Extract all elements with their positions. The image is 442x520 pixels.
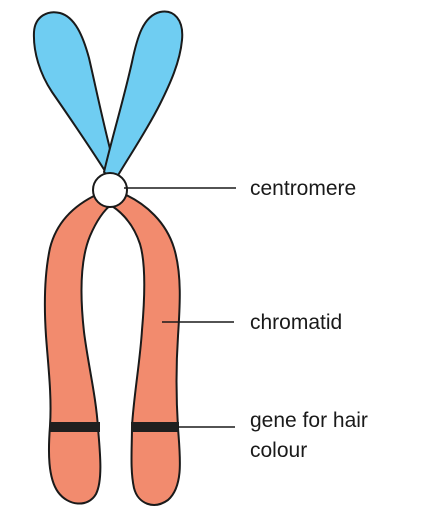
upper-left-arm [32, 11, 117, 183]
centromere-label: centromere [250, 177, 356, 200]
lower-left-arm [43, 193, 113, 505]
lower-right-arm [111, 193, 181, 506]
chromatid-label: chromatid [250, 311, 342, 334]
gene-band-right [131, 422, 179, 432]
centromere-circle [92, 172, 128, 208]
gene-label-line1: gene for hair [250, 409, 368, 432]
gene-label-line2: colour [250, 439, 307, 462]
gene-band-left [50, 422, 100, 432]
upper-right-arm [103, 10, 184, 183]
